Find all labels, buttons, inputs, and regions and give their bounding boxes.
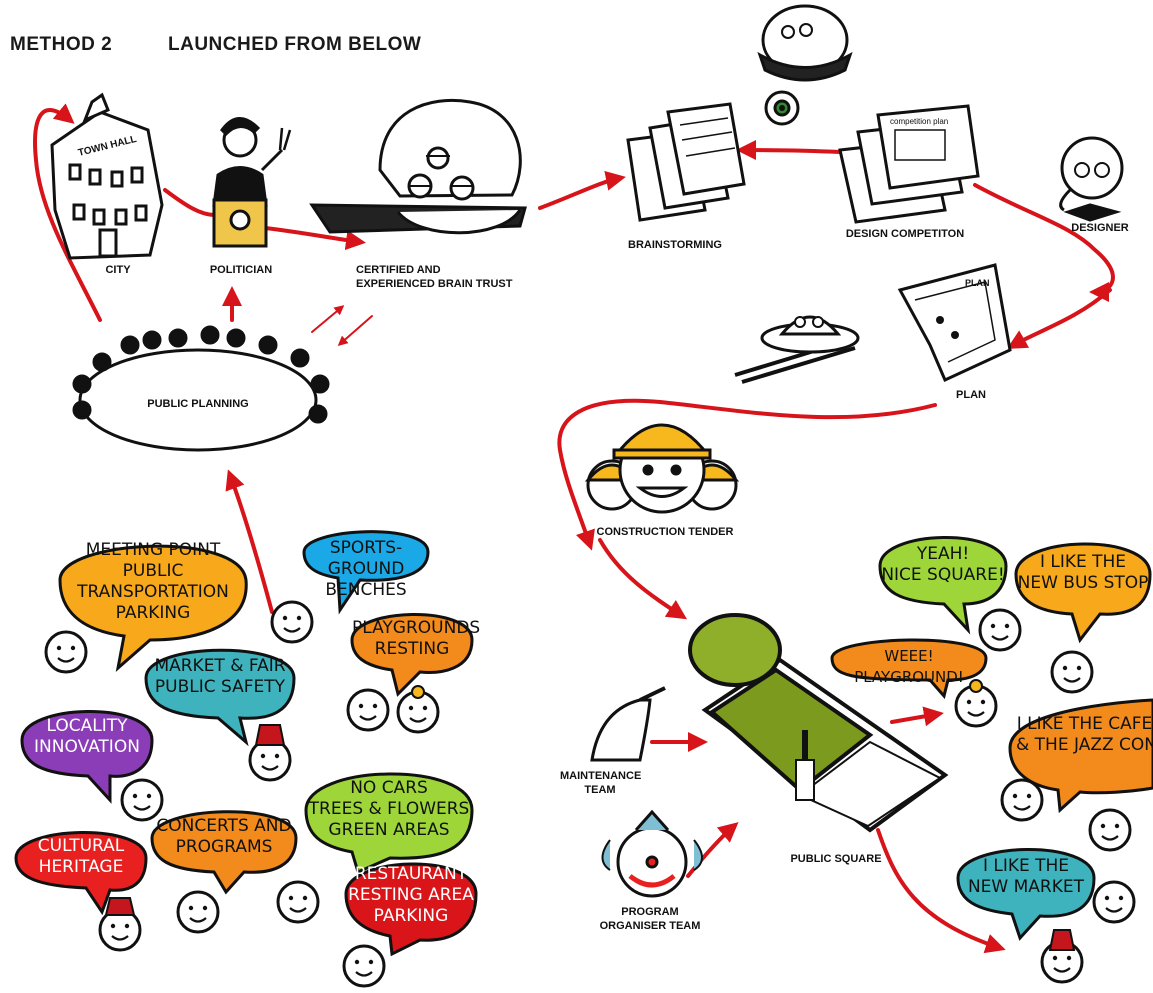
arrow-square-to-market xyxy=(876,828,1006,954)
clown-face-icon xyxy=(601,809,703,898)
plan-label: PLAN xyxy=(956,389,986,401)
newspaper-stack-icon xyxy=(626,102,746,222)
bubble-market xyxy=(144,648,296,747)
bubble-playgrounds xyxy=(350,613,474,697)
citizen-face xyxy=(44,630,88,674)
competition-sheet-label: competition plan xyxy=(890,117,948,126)
bubble-concerts xyxy=(150,810,298,895)
arrow-trust-to-brainstorm xyxy=(538,170,626,210)
bubble-playground-weee xyxy=(830,638,988,700)
politician-label: POLITICIAN xyxy=(209,264,273,276)
citizen-face xyxy=(1088,808,1132,852)
city-label: CITY xyxy=(105,264,131,276)
construction-workers-icon xyxy=(584,423,740,514)
bubble-cultural xyxy=(14,831,148,916)
bubble-bus-stop xyxy=(1014,542,1152,644)
citizen-face xyxy=(120,778,164,822)
arrow-competition-to-brainstorm xyxy=(736,140,842,161)
arrow-designer-to-plan xyxy=(1006,288,1112,349)
round-table-icon xyxy=(72,325,330,452)
program-label-1: PROGRAM xyxy=(621,906,679,918)
politician-icon xyxy=(212,117,292,248)
public-square-label: PUBLIC SQUARE xyxy=(790,853,882,865)
design-competition-label: DESIGN COMPETITON xyxy=(845,228,965,240)
brain-trust-shell-icon xyxy=(309,98,527,235)
public-planning-label: PUBLIC PLANNING xyxy=(147,398,249,410)
arrow-planning-to-city xyxy=(33,103,102,322)
arrow-politician-to-trust xyxy=(263,226,366,251)
maintenance-label-2: TEAM xyxy=(584,784,616,796)
flying-saucer-icon xyxy=(734,315,860,384)
arrow-trust-to-planning xyxy=(337,315,373,346)
bubble-meeting-point xyxy=(58,544,248,672)
brainstorming-label: BRAINSTORMING xyxy=(628,239,722,251)
flow-arrows xyxy=(33,103,1115,954)
citizen-face xyxy=(978,608,1022,652)
method-label: METHOD 2 xyxy=(10,34,113,55)
bubble-market-new xyxy=(956,848,1096,941)
bubble-no-cars xyxy=(304,772,474,875)
arrow-community-to-planning xyxy=(225,469,274,614)
arrow-tender-to-square xyxy=(598,538,688,620)
citizen-face xyxy=(270,600,314,644)
bubble-playground-weee-text: WEEE! PLAYGROUND! xyxy=(854,647,964,686)
plan-map-icon: PLAN xyxy=(897,263,1012,383)
competition-plans-icon: competition plan xyxy=(838,104,980,224)
designer-face-icon xyxy=(1059,136,1124,222)
public-square-icon xyxy=(688,613,949,833)
citizen-face xyxy=(346,688,390,732)
arrow-square-to-users xyxy=(890,706,944,727)
town-hall-icon: TOWN HALL xyxy=(50,92,164,260)
bubble-cafe-text: I LIKE THE CAFE& THE JAZZ CONCE xyxy=(1016,714,1153,755)
citizen-face xyxy=(1050,650,1094,694)
diagram-title: LAUNCHED FROM BELOW xyxy=(168,34,422,55)
plan-sheet-label: PLAN xyxy=(965,278,990,288)
brain-trust-label-2: EXPERIENCED BRAIN TRUST xyxy=(356,278,513,290)
construction-tender-label: CONSTRUCTION TENDER xyxy=(596,526,734,538)
spy-eye-icon xyxy=(757,4,853,126)
bubble-locality xyxy=(20,710,154,804)
bubble-sports-ground xyxy=(302,530,430,615)
citizen-face xyxy=(276,880,320,924)
bubble-restaurant xyxy=(344,862,478,957)
bubble-yeah-text: YEAH!NICE SQUARE! xyxy=(881,544,1005,585)
program-label-2: ORGANISER TEAM xyxy=(599,920,701,932)
citizen-face xyxy=(176,890,220,934)
bubble-yeah xyxy=(878,536,1008,635)
arrow-plan-to-tender xyxy=(557,398,937,551)
designer-label: DESIGNER xyxy=(1071,222,1129,234)
citizen-face xyxy=(342,944,386,988)
arrow-city-to-politician xyxy=(163,188,217,217)
arrow-planning-to-trust xyxy=(311,305,345,333)
broom-icon xyxy=(590,686,666,762)
arrow-program-to-square xyxy=(686,822,739,878)
speech-bubbles xyxy=(14,530,1153,957)
brain-trust-label-1: CERTIFIED AND xyxy=(356,264,441,276)
citizen-face xyxy=(1092,880,1136,924)
citizen-face xyxy=(1000,778,1044,822)
citizen-faces xyxy=(44,600,1136,988)
maintenance-label-1: MAINTENANCE xyxy=(560,770,642,782)
arrow-competition-to-designer xyxy=(973,183,1115,302)
